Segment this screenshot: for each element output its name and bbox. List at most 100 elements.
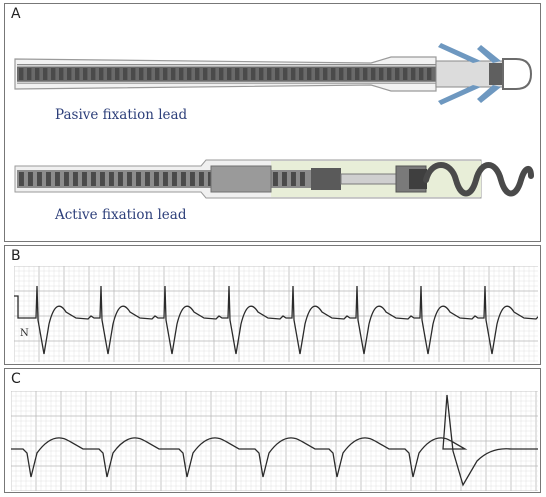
coil-segment (235, 68, 240, 80)
coil-segment (323, 68, 328, 80)
coil-segment (251, 68, 256, 80)
passive-lead-stripe-top (17, 65, 437, 67)
coil-segment (67, 68, 72, 80)
coil-segment (273, 172, 278, 186)
coil-segment (331, 68, 336, 80)
coil-segment (259, 68, 264, 80)
coil-segment (347, 68, 352, 80)
panel-c-label: C (11, 371, 21, 387)
coil-segment (115, 68, 120, 80)
coil-segment (123, 68, 128, 80)
passive-lead-stripe-bottom (17, 82, 437, 84)
coil-segment (291, 172, 296, 186)
coil-segment (427, 68, 432, 80)
coil-segment (179, 68, 184, 80)
coil-segment (107, 68, 112, 80)
passive-lead-tip-core (489, 63, 503, 85)
ecg-c-trace (11, 394, 538, 487)
panel-c: C (4, 368, 541, 493)
coil-segment (219, 68, 224, 80)
coil-segment (46, 172, 51, 186)
coil-segment (171, 68, 176, 80)
coil-segment (371, 68, 376, 80)
coil-segment (51, 68, 56, 80)
coil-segment (73, 172, 78, 186)
active-lead-shaft (340, 173, 397, 185)
coil-segment (211, 68, 216, 80)
active-lead-connector-2 (311, 168, 341, 190)
coil-segment (395, 68, 400, 80)
ecg-b-grid (14, 266, 538, 362)
active-lead-connector-1 (210, 165, 272, 193)
coil-segment (307, 68, 312, 80)
panel-b: B N (4, 245, 541, 365)
coil-segment (155, 68, 160, 80)
coil-segment (243, 68, 248, 80)
coil-segment (145, 172, 150, 186)
coil-segment (187, 68, 192, 80)
passive-lead-tine-lower (438, 85, 481, 105)
passive-fixation-lead-illustration (14, 43, 533, 105)
coil-segment (91, 172, 96, 186)
coil-segment (28, 172, 33, 186)
coil-segment (172, 172, 177, 186)
ecg-strip-c (11, 391, 538, 491)
coil-segment (299, 68, 304, 80)
coil-segment (315, 68, 320, 80)
ecg-b-marker: N (20, 328, 29, 339)
active-fixation-lead-illustration (14, 159, 534, 199)
coil-segment (411, 68, 416, 80)
panel-a-label: A (11, 6, 21, 22)
coil-segment (147, 68, 152, 80)
coil-segment (181, 172, 186, 186)
coil-segment (64, 172, 69, 186)
coil-segment (131, 68, 136, 80)
coil-segment (203, 68, 208, 80)
coil-segment (19, 172, 24, 186)
coil-segment (118, 172, 123, 186)
active-lead-piston-head (409, 169, 427, 189)
coil-segment (27, 68, 32, 80)
coil-segment (282, 172, 287, 186)
coil-segment (35, 68, 40, 80)
coil-segment (190, 172, 195, 186)
coil-segment (403, 68, 408, 80)
passive-lead-tine-upper (438, 43, 481, 63)
coil-segment (83, 68, 88, 80)
coil-segment (91, 68, 96, 80)
ecg-b-trace (14, 285, 538, 355)
coil-segment (363, 68, 368, 80)
coil-segment (387, 68, 392, 80)
coil-segment (139, 68, 144, 80)
coil-segment (227, 68, 232, 80)
coil-segment (100, 172, 105, 186)
coil-segment (163, 172, 168, 186)
ecg-strip-b: N (14, 266, 538, 362)
coil-segment (127, 172, 132, 186)
coil-segment (291, 68, 296, 80)
coil-segment (43, 68, 48, 80)
panel-b-label: B (11, 248, 21, 264)
coil-segment (199, 172, 204, 186)
coil-segment (99, 68, 104, 80)
coil-segment (109, 172, 114, 186)
passive-fixation-lead-caption: Pasive fixation lead (55, 107, 188, 123)
passive-lead-electrode-tip (502, 58, 533, 90)
active-fixation-lead-caption: Active fixation lead (55, 207, 187, 223)
coil-segment (37, 172, 42, 186)
coil-segment (19, 68, 24, 80)
coil-segment (195, 68, 200, 80)
coil-segment (379, 68, 384, 80)
coil-segment (82, 172, 87, 186)
coil-segment (163, 68, 168, 80)
passive-lead-coil (19, 68, 432, 80)
passive-lead-tine-upper-2 (477, 45, 501, 63)
coil-segment (267, 68, 272, 80)
coil-segment (419, 68, 424, 80)
panel-a: A Pasive fixation lead (4, 3, 541, 242)
active-lead-helix (423, 162, 534, 197)
coil-segment (355, 68, 360, 80)
coil-segment (208, 172, 213, 186)
coil-segment (75, 68, 80, 80)
